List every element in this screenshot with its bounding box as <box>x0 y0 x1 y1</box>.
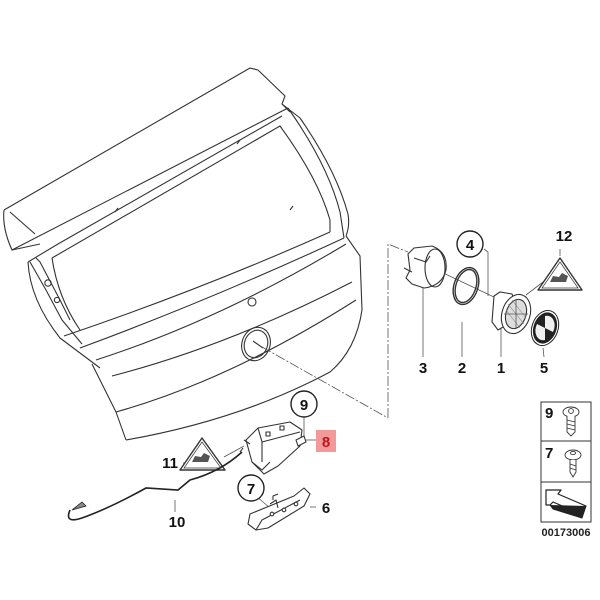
leader-lines <box>174 243 561 512</box>
part-1-emblem-actuator[interactable] <box>491 291 535 338</box>
tailgate-panel[interactable] <box>3 67 363 441</box>
legend-label-9: 9 <box>545 405 553 422</box>
diagram-number: 00173006 <box>542 527 591 539</box>
torx-screw-icon <box>562 406 580 437</box>
callout-11[interactable]: 11 <box>162 455 178 472</box>
callout-9[interactable]: 9 <box>290 390 318 418</box>
part-2-o-ring[interactable] <box>449 264 484 308</box>
part-10-bowden-cable[interactable] <box>67 447 244 521</box>
oval-head-screw-icon <box>564 449 582 478</box>
callout-7[interactable]: 7 <box>237 474 265 502</box>
callout-8-label: 8 <box>322 434 330 451</box>
legend-label-7: 7 <box>545 445 553 462</box>
arrow-icon[interactable] <box>545 489 587 519</box>
fastener-legend: 9 7 <box>540 401 592 523</box>
callout-5[interactable]: 5 <box>540 360 548 377</box>
callout-10[interactable]: 10 <box>169 514 186 531</box>
callout-12[interactable]: 12 <box>556 228 573 245</box>
callout-8-highlighted[interactable]: 8 <box>316 430 336 452</box>
callout-9-label: 9 <box>300 397 308 414</box>
legend-item-7[interactable]: 7 <box>545 445 582 478</box>
callout-6[interactable]: 6 <box>322 500 330 517</box>
part-6-trim-handle[interactable] <box>247 487 311 531</box>
highlight-box <box>316 430 336 452</box>
part-12-warning-label[interactable] <box>537 257 583 291</box>
callout-7-label: 7 <box>247 481 255 498</box>
part-5-emblem-roundel[interactable] <box>527 307 564 350</box>
part-3-emblem-housing[interactable] <box>403 245 447 289</box>
callout-4-label: 4 <box>466 237 475 254</box>
part-8-lock[interactable] <box>243 421 307 475</box>
part-11-warning-label[interactable] <box>179 437 226 471</box>
callout-2[interactable]: 2 <box>458 360 466 377</box>
legend-item-9[interactable]: 9 <box>545 405 580 437</box>
callout-3[interactable]: 3 <box>419 360 427 377</box>
callout-1[interactable]: 1 <box>497 360 505 377</box>
callout-4[interactable]: 4 <box>456 230 484 258</box>
